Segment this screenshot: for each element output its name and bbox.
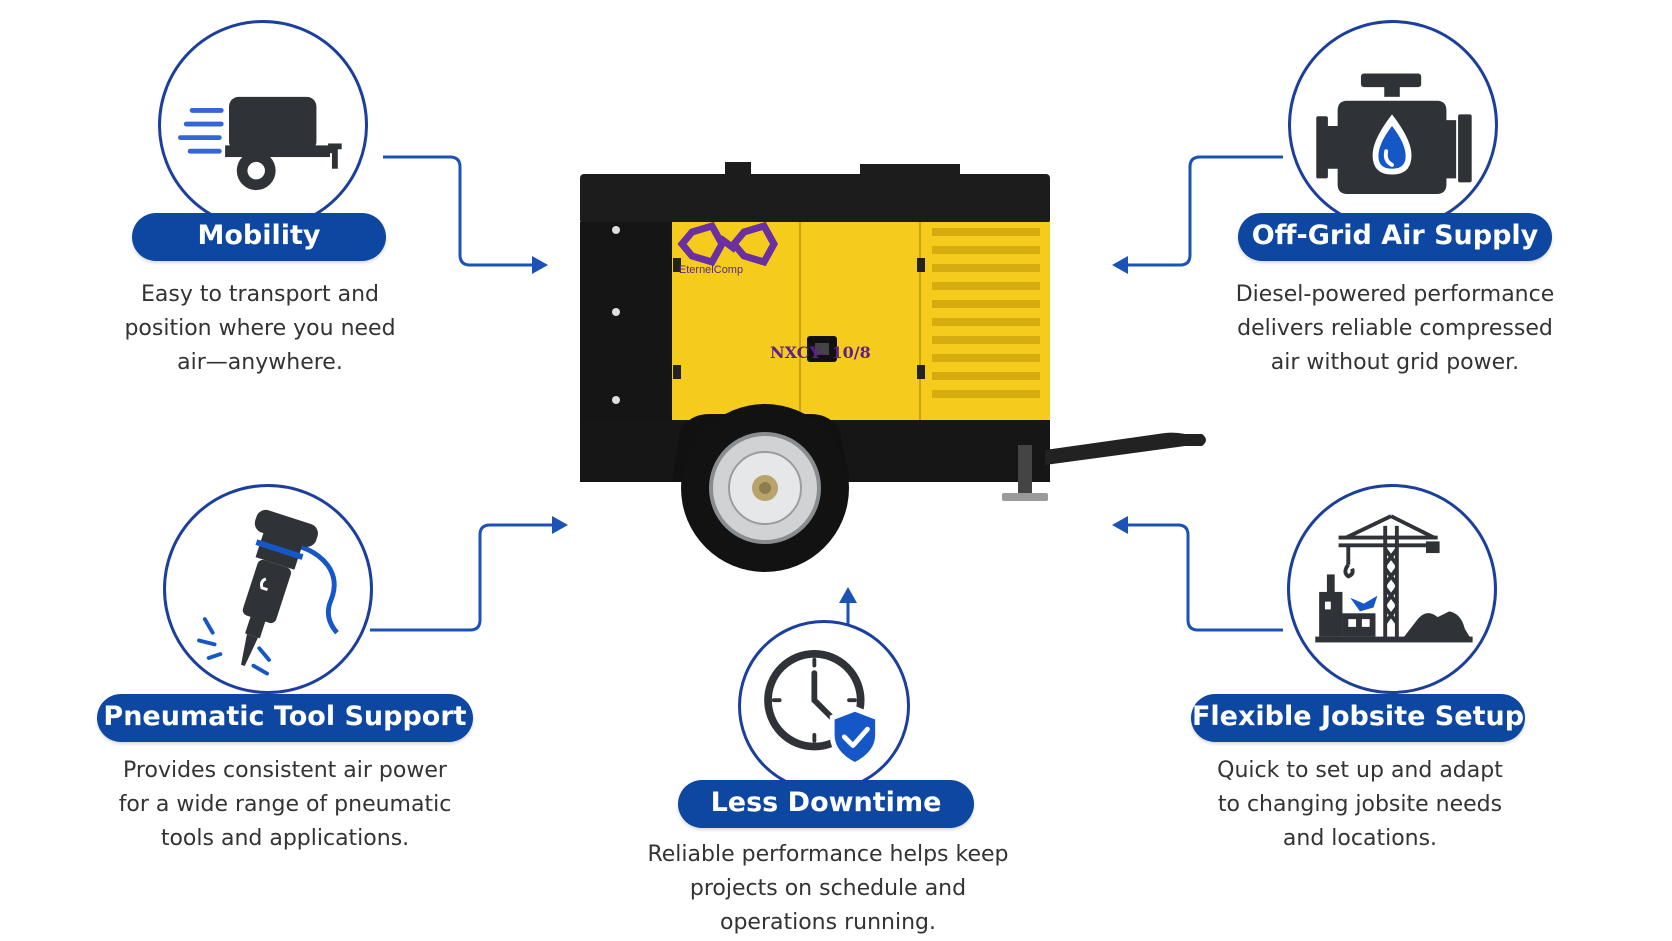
pneumatic-description: Provides consistent air power for a wide…: [118, 758, 452, 851]
off-grid-description: Diesel-powered performance delivers reli…: [1235, 282, 1555, 375]
feature-jobsite: Flexible Jobsite Setup Quick to set up a…: [1191, 482, 1575, 851]
jack-stand: [1018, 445, 1032, 495]
engine-oil-icon: [1316, 73, 1472, 194]
feature-pneumatic: Pneumatic Tool Support Provides consiste…: [95, 482, 485, 851]
louvre-vent: [932, 228, 1040, 398]
pneumatic-title: Pneumatic Tool Support: [97, 694, 473, 742]
jobsite-icon-ring: [1287, 484, 1497, 694]
jackhammer-icon: [197, 509, 339, 676]
jobsite-description: Quick to set up and adapt to changing jo…: [1217, 758, 1503, 851]
exhaust-cap: [725, 162, 751, 176]
lid-vent: [860, 164, 960, 176]
downtime-description: Reliable performance helps keep projects…: [647, 842, 1009, 935]
arrow-jobsite: [1125, 523, 1283, 632]
roof-panel: [580, 174, 1050, 224]
arrow-pneumatic: [370, 523, 555, 632]
jobsite-title: Flexible Jobsite Setup: [1191, 694, 1525, 742]
mobility-title: Mobility: [132, 213, 386, 261]
trailer-icon: [178, 96, 342, 191]
feature-mobility: Mobility Easy to transport and position …: [110, 18, 410, 375]
tow-bar: [1045, 432, 1206, 465]
off-grid-icon-ring: [1288, 20, 1498, 230]
feature-off-grid: Off-Grid Air Supply Diesel-powered perfo…: [1236, 18, 1580, 375]
arrow-mobility: [383, 155, 535, 267]
brand-name: EternelComp: [678, 264, 744, 276]
downtime-icon-ring: [738, 620, 910, 792]
arrow-offgrid: [1125, 155, 1283, 267]
downtime-title: Less Downtime: [678, 780, 974, 828]
compressor-image: [580, 162, 1206, 572]
brand-logo: [677, 221, 779, 267]
feature-downtime: Less Downtime Reliable performance helps…: [630, 610, 1030, 940]
pneumatic-icon-ring: [163, 484, 373, 694]
off-grid-title: Off-Grid Air Supply: [1238, 213, 1552, 261]
clock-shield-icon: [764, 650, 880, 768]
mobility-description: Easy to transport and position where you…: [124, 282, 396, 375]
mobility-icon-ring: [158, 20, 368, 230]
model-label: NXCY- 10/8: [770, 343, 871, 362]
crane-jobsite-icon: [1315, 514, 1473, 643]
left-panel: [580, 222, 676, 422]
